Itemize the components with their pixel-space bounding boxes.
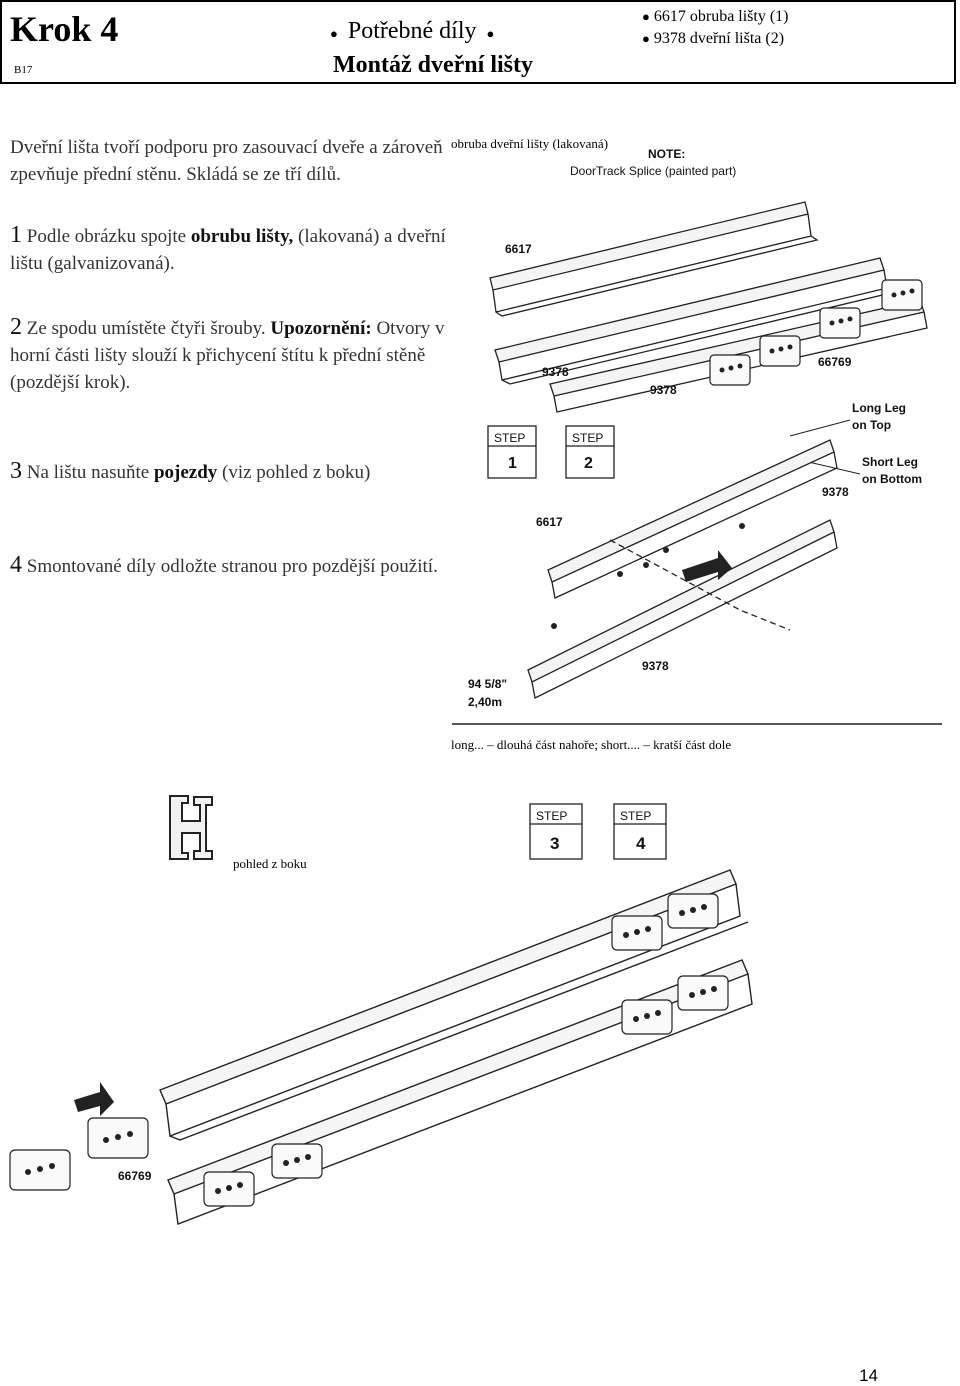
door-track-9378-a	[494, 257, 896, 385]
parts-heading-text: Potřebné díly	[347, 18, 477, 44]
step-title: Krok 4	[10, 9, 119, 49]
arrow-icon	[74, 1082, 114, 1116]
step-number: 3	[10, 458, 22, 484]
svg-text:STEP: STEP	[620, 809, 651, 823]
part-label-9378: 9378	[822, 485, 849, 499]
step-box-4: STEP 4	[613, 803, 667, 860]
trolley-parts	[709, 279, 923, 386]
parts-heading: ● Potřebné díly ●	[330, 18, 498, 45]
door-track-lower	[167, 959, 753, 1225]
assembled-rails	[527, 439, 838, 699]
svg-text:2: 2	[584, 455, 593, 472]
long-leg-label: Long Leg	[852, 401, 906, 415]
svg-text:STEP: STEP	[536, 809, 567, 823]
trolley-assembly-figure: STEP 3 STEP 4	[9, 803, 753, 1225]
splice-rail-6617	[489, 201, 819, 317]
side-view-caption: pohled z boku	[233, 856, 307, 871]
step-number: 1	[10, 222, 22, 248]
short-leg-label: on Bottom	[862, 472, 922, 486]
bullet-icon: ●	[330, 26, 338, 41]
svg-text:3: 3	[550, 834, 559, 853]
warning-label: Upozornění:	[270, 318, 372, 339]
step-box-1: STEP 1	[487, 425, 537, 479]
parts-list-item: ●9378 dveřní lišta (2)	[642, 30, 785, 47]
svg-text:4: 4	[636, 834, 646, 853]
length-label: 2,40m	[468, 695, 502, 709]
step-box-3: STEP 3	[529, 803, 583, 860]
arrow-icon	[682, 550, 732, 582]
step-number: 2	[10, 314, 22, 340]
section-title: Montáž dveřní lišty	[333, 52, 533, 78]
part-label-66769: 66769	[818, 355, 852, 369]
door-track-upper	[159, 869, 749, 1141]
step-4-paragraph: 4 Smontované díly odložte stranou pro po…	[10, 552, 438, 578]
bullet-icon: ●	[642, 31, 650, 46]
part-label-6617: 6617	[505, 242, 532, 256]
parts-list-item: ●6617 obruba lišty (1)	[642, 8, 789, 25]
step-box-2: STEP 2	[565, 425, 615, 479]
part-label-9378: 9378	[542, 365, 569, 379]
figure-caption: obruba dveřní lišty (lakovaná)	[451, 136, 609, 151]
trolley-parts	[9, 893, 729, 1207]
svg-text:STEP: STEP	[572, 431, 603, 445]
bullet-icon: ●	[642, 9, 650, 24]
legend-text: long... – dlouhá část nahoře; short.... …	[451, 737, 732, 752]
page-number: 14	[859, 1366, 878, 1385]
page-code: B17	[14, 64, 33, 76]
step-3-paragraph: 3 Na lištu nasuňte pojezdy (viz pohled z…	[10, 458, 371, 484]
part-label-9378: 9378	[642, 659, 669, 673]
svg-text:1: 1	[508, 455, 517, 472]
length-label: 94 5/8"	[468, 677, 507, 691]
part-label-66769: 66769	[118, 1169, 152, 1183]
note-title: NOTE:	[648, 147, 685, 161]
step-1-paragraph: 1 Podle obrázku spojte obrubu lišty, (la…	[10, 222, 446, 274]
door-track-assembly-figure: NOTE: DoorTrack Splice (painted part) 66…	[452, 147, 942, 725]
step-2-paragraph: 2 Ze spodu umístěte čtyři šrouby. Upozor…	[10, 314, 445, 393]
long-leg-label: on Top	[852, 418, 891, 432]
screw-icon	[551, 523, 745, 629]
part-label-9378: 9378	[650, 383, 677, 397]
bullet-icon: ●	[486, 26, 495, 41]
note-text: DoorTrack Splice (painted part)	[570, 164, 736, 178]
parts-list: ●6617 obruba lišty (1) ●9378 dveřní lišt…	[642, 6, 789, 50]
header-box	[0, 0, 956, 84]
svg-text:STEP: STEP	[494, 431, 525, 445]
part-label-6617: 6617	[536, 515, 563, 529]
short-leg-label: Short Leg	[862, 455, 918, 469]
step-number: 4	[10, 552, 22, 578]
side-view-profile-icon	[169, 795, 213, 860]
intro-paragraph: Dveřní lišta tvoří podporu pro zasouvací…	[10, 137, 443, 185]
